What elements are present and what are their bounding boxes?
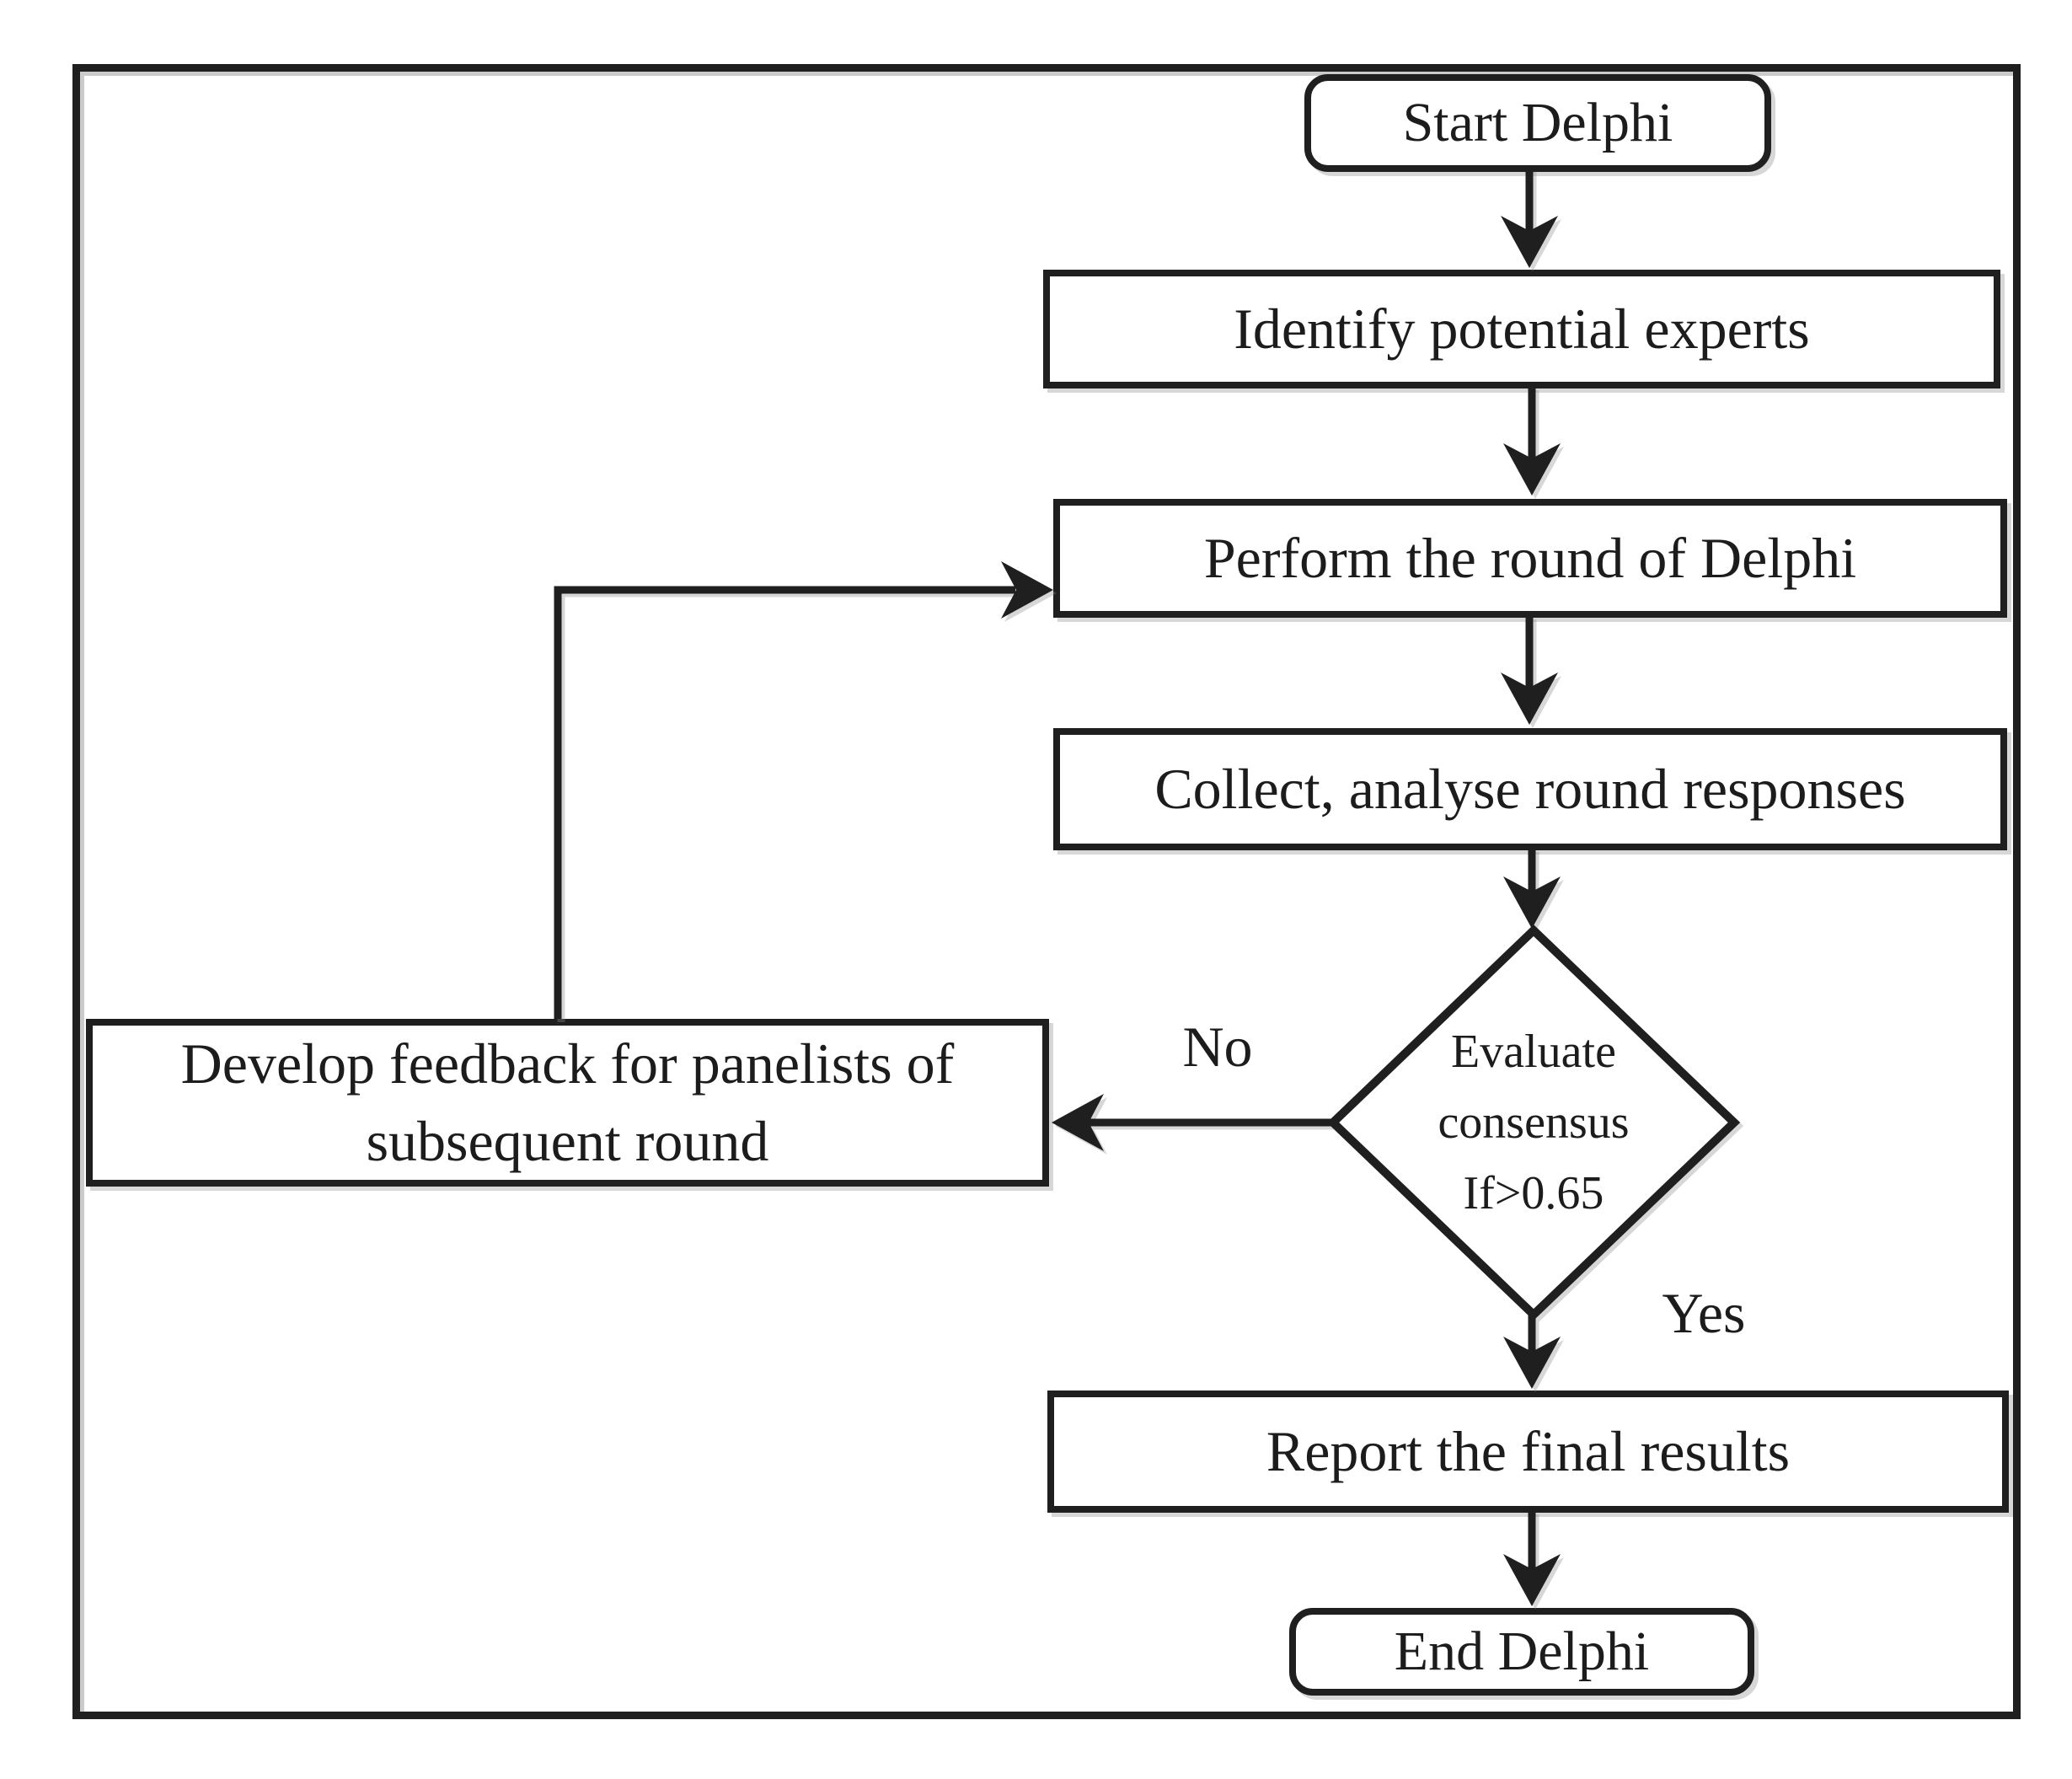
node-identify-experts-label: Identify potential experts [1234,297,1810,361]
node-end-delphi-label: End Delphi [1394,1620,1650,1682]
node-end-delphi: End Delphi [1289,1608,1754,1696]
branch-label-yes-text: Yes [1662,1280,1746,1345]
decision-line-threshold: If>0.65 [1463,1167,1604,1219]
flowchart-outer-border [72,64,2021,1719]
decision-diamond-text: Evaluate consensus If>0.65 [1357,1016,1711,1229]
node-start-delphi-label: Start Delphi [1402,91,1673,153]
branch-label-yes: Yes [1599,1274,1808,1352]
node-perform-round-label: Perform the round of Delphi [1203,526,1857,590]
node-develop-feedback: Develop feedback for panelists of subseq… [86,1019,1049,1187]
decision-line-consensus: consensus [1438,1096,1630,1149]
decision-line-evaluate: Evaluate [1451,1026,1616,1078]
branch-label-no-text: No [1182,1014,1253,1079]
branch-label-no: No [1133,1008,1302,1085]
node-collect-analyse-label: Collect, analyse round responses [1154,757,1906,821]
node-report-results-label: Report the final results [1266,1419,1791,1483]
node-develop-feedback-line1: Develop feedback for panelists of [180,1031,955,1096]
node-identify-experts: Identify potential experts [1043,270,2000,388]
node-start-delphi: Start Delphi [1304,74,1771,172]
node-collect-analyse: Collect, analyse round responses [1053,728,2007,850]
node-develop-feedback-line2: subsequent round [366,1108,769,1173]
node-report-results: Report the final results [1047,1391,2009,1513]
node-perform-round: Perform the round of Delphi [1053,499,2007,618]
